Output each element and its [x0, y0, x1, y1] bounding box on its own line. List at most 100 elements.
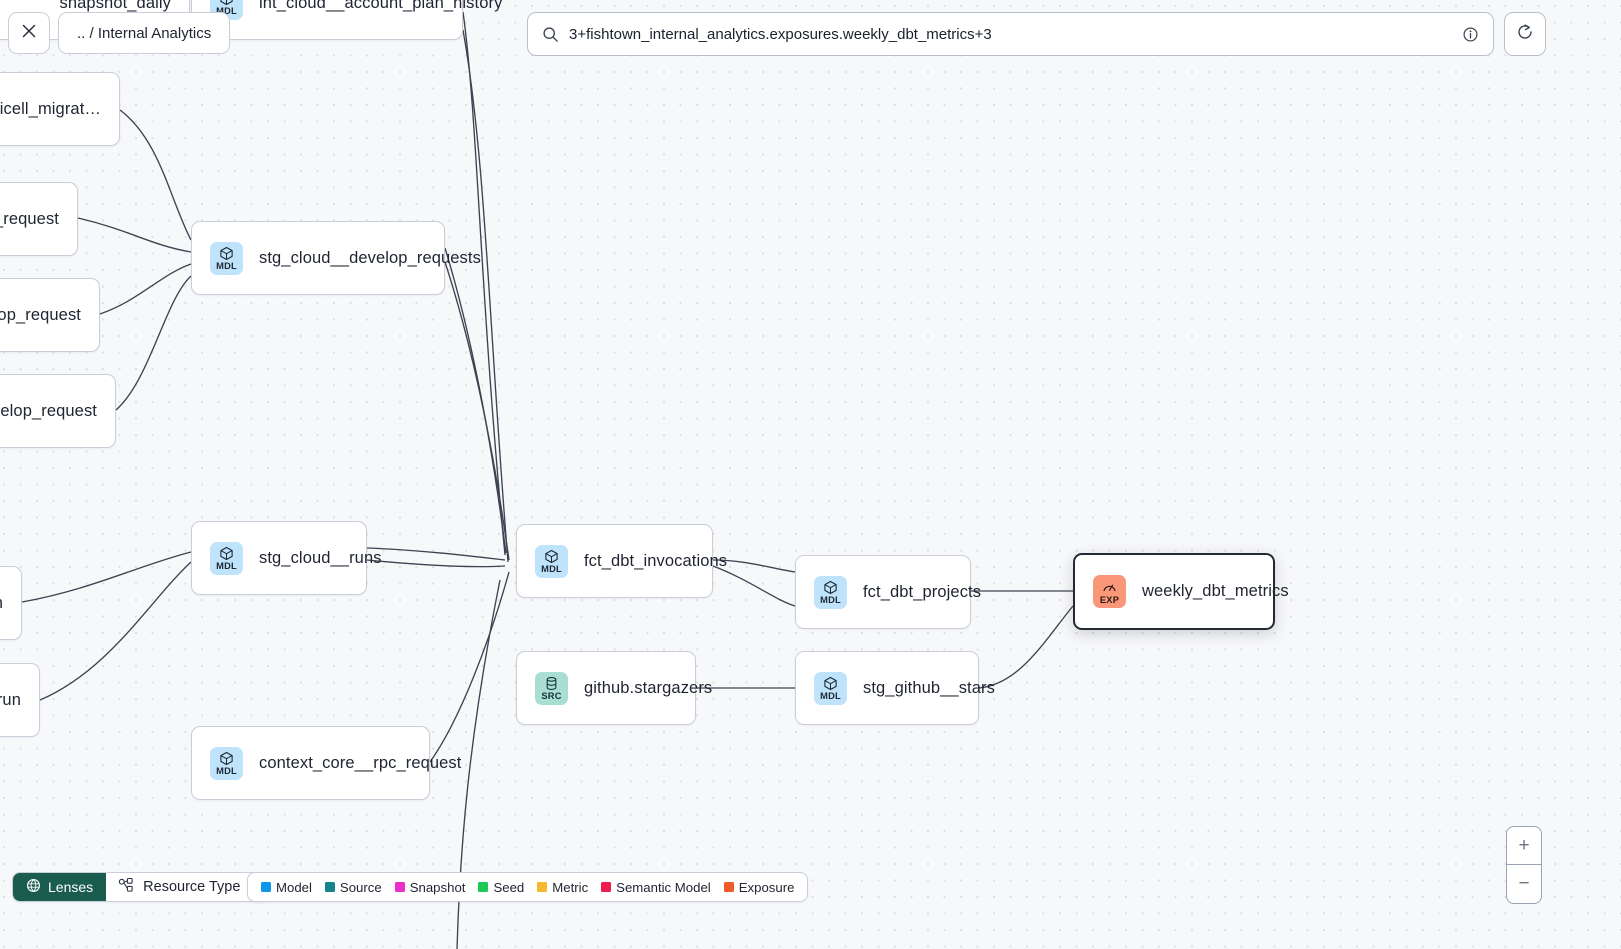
close-icon	[20, 22, 38, 45]
legend-label: Semantic Model	[616, 879, 711, 895]
refresh-icon	[1515, 22, 1535, 47]
mdl-badge-label: MDL	[820, 691, 841, 701]
search-input[interactable]: 3+fishtown_internal_analytics.exposures.…	[569, 25, 992, 43]
graph-node-label: snapshot_daily	[59, 0, 171, 12]
search-bar[interactable]: 3+fishtown_internal_analytics.exposures.…	[527, 12, 1494, 56]
legend-item[interactable]: Model	[261, 880, 312, 895]
search-icon	[542, 26, 559, 43]
mdl-badge-icon: MDL	[210, 241, 243, 275]
lineage-edge	[119, 109, 192, 241]
mdl-badge-icon: MDL	[535, 544, 568, 578]
lineage-edge	[978, 605, 1074, 689]
mdl-badge-icon: MDL	[210, 541, 243, 575]
resource-type-label: Resource Type	[143, 879, 241, 895]
mdl-badge-label: MDL	[216, 6, 237, 16]
lineage-edge	[115, 275, 192, 411]
zoom-controls[interactable]: + −	[1506, 826, 1542, 904]
graph-node[interactable]: _run	[0, 663, 40, 737]
mdl-badge-icon: MDL	[210, 746, 243, 780]
resource-type-legend: Model Source Snapshot Seed Metric Semantic Mo…	[247, 872, 809, 902]
graph-node[interactable]: MDL int_cloud__account_plan_history	[191, 0, 502, 40]
legend-swatch	[261, 882, 271, 892]
graph-node[interactable]: MDL fct_dbt_projects	[795, 555, 981, 629]
graph-node-label: fct_dbt_projects	[863, 582, 982, 601]
graph-node[interactable]: MDL fct_dbt_invocations	[516, 524, 727, 598]
zoom-in-button[interactable]: +	[1507, 827, 1541, 865]
legend-swatch	[537, 882, 548, 892]
graph-node[interactable]: velop_request	[0, 278, 100, 352]
exp-badge-label: EXP	[1099, 594, 1120, 605]
graph-node-label: velop_request	[0, 305, 81, 324]
graph-node-label: int_cloud__account_plan_history	[259, 0, 503, 12]
mdl-badge-icon: MDL	[814, 671, 847, 705]
legend-label: Snapshot	[409, 879, 466, 895]
lineage-edge	[444, 247, 507, 554]
legend-label: Source	[339, 879, 382, 895]
graph-node-label: n	[0, 594, 3, 613]
graph-node-label: context_core__rpc_request	[259, 753, 462, 772]
legend-label: Seed	[493, 879, 525, 895]
lineage-edge	[39, 561, 192, 701]
lineage-edge	[21, 551, 192, 603]
lens-controls[interactable]: Lenses Resource Type	[12, 872, 276, 902]
lineage-edge	[462, 29, 509, 563]
graph-node-label: _develop_request	[0, 401, 97, 420]
src-badge-label: SRC	[541, 691, 562, 701]
graph-node[interactable]: EXP weekly_dbt_metrics	[1073, 553, 1289, 630]
refresh-button[interactable]	[1504, 12, 1546, 56]
legend-item[interactable]: Semantic Model	[601, 880, 711, 895]
breadcrumb[interactable]: .. / Internal Analytics	[58, 12, 231, 54]
lenses-button[interactable]: Lenses	[13, 873, 107, 901]
graph-node-label: op_request	[0, 209, 59, 228]
graph-node[interactable]: MDL stg_cloud__develop_requests	[191, 221, 481, 295]
legend-label: Metric	[552, 879, 589, 895]
graph-node[interactable]: MDL context_core__rpc_request	[191, 726, 461, 800]
legend-item[interactable]: Exposure	[723, 879, 795, 895]
graph-node[interactable]: n	[0, 566, 22, 640]
mdl-badge-icon: MDL	[814, 575, 847, 609]
legend-swatch	[394, 882, 405, 892]
graph-node-label: fct_dbt_invocations	[584, 551, 728, 570]
legend-item[interactable]: Metric	[537, 880, 588, 895]
lineage-edge	[462, 11, 506, 556]
zoom-out-button[interactable]: −	[1518, 873, 1530, 894]
mdl-badge-label: MDL	[216, 766, 237, 776]
src-badge-icon: SRC	[535, 671, 568, 705]
info-circle-icon[interactable]	[1462, 26, 1479, 43]
nodes-icon	[118, 877, 134, 897]
resource-type-dropdown[interactable]: Resource Type	[106, 873, 274, 901]
mdl-badge-label: MDL	[820, 595, 841, 605]
mdl-badge-label: MDL	[216, 561, 237, 571]
graph-node[interactable]: multicell_migrat…	[0, 72, 120, 146]
close-button[interactable]	[8, 12, 50, 54]
lineage-edge	[366, 547, 506, 561]
lineage-edge	[429, 571, 510, 763]
graph-node-label: stg_cloud__runs	[259, 548, 382, 567]
legend-label: Exposure	[738, 879, 795, 895]
lineage-edge	[77, 217, 192, 253]
graph-node-label: github.stargazers	[584, 678, 713, 697]
graph-node[interactable]: MDL stg_cloud__runs	[191, 521, 381, 595]
lineage-edge	[99, 263, 192, 315]
legend-item[interactable]: Seed	[478, 880, 524, 895]
graph-node-label: multicell_migrat…	[0, 99, 101, 118]
legend-swatch	[601, 882, 612, 892]
graph-node[interactable]: _develop_request	[0, 374, 116, 448]
lens-icon	[26, 878, 41, 896]
graph-node-label: weekly_dbt_metrics	[1142, 582, 1289, 600]
lineage-edge	[712, 565, 796, 607]
lenses-label: Lenses	[48, 879, 94, 895]
legend-item[interactable]: Source	[324, 879, 382, 895]
graph-node-label: _run	[0, 690, 21, 709]
graph-node[interactable]: SRC github.stargazers	[516, 651, 712, 725]
mdl-badge-label: MDL	[541, 564, 562, 574]
graph-node[interactable]: op_request	[0, 182, 78, 256]
graph-node-label: stg_cloud__develop_requests	[259, 248, 481, 267]
lineage-edge	[366, 559, 506, 568]
legend-swatch	[723, 882, 734, 892]
legend-label: Model	[276, 879, 312, 895]
legend-item[interactable]: Snapshot	[394, 879, 466, 895]
